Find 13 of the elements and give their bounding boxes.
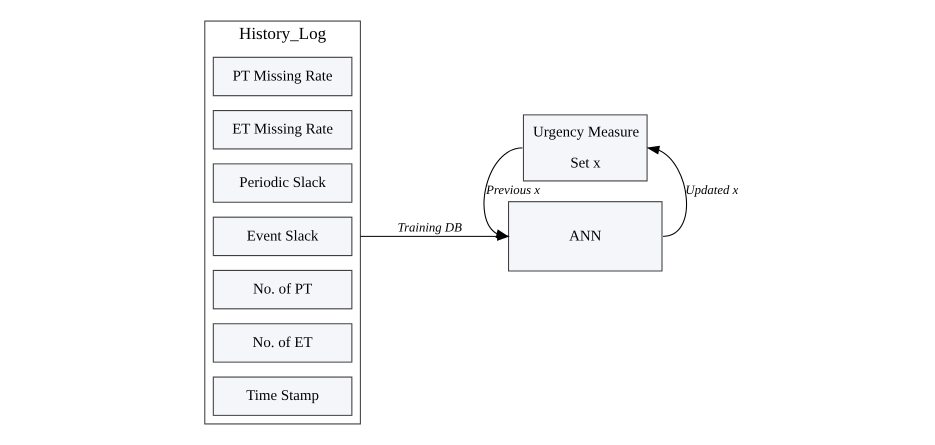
- edge-label: Training DB: [398, 220, 462, 235]
- node-box: Time Stamp: [212, 376, 352, 416]
- node-box: ET Missing Rate: [212, 110, 352, 150]
- node-box: ANN: [508, 201, 663, 272]
- node-box: PT Missing Rate: [212, 56, 352, 96]
- node-box: No. of PT: [212, 270, 352, 310]
- arrow: [484, 147, 522, 238]
- arrow: [646, 146, 687, 237]
- edge-label: Updated x: [685, 182, 738, 197]
- node-box: No. of ET: [212, 323, 352, 363]
- node-box: Periodic Slack: [212, 163, 352, 203]
- edge-label: Previous x: [486, 182, 540, 197]
- node-box: Event Slack: [212, 216, 352, 256]
